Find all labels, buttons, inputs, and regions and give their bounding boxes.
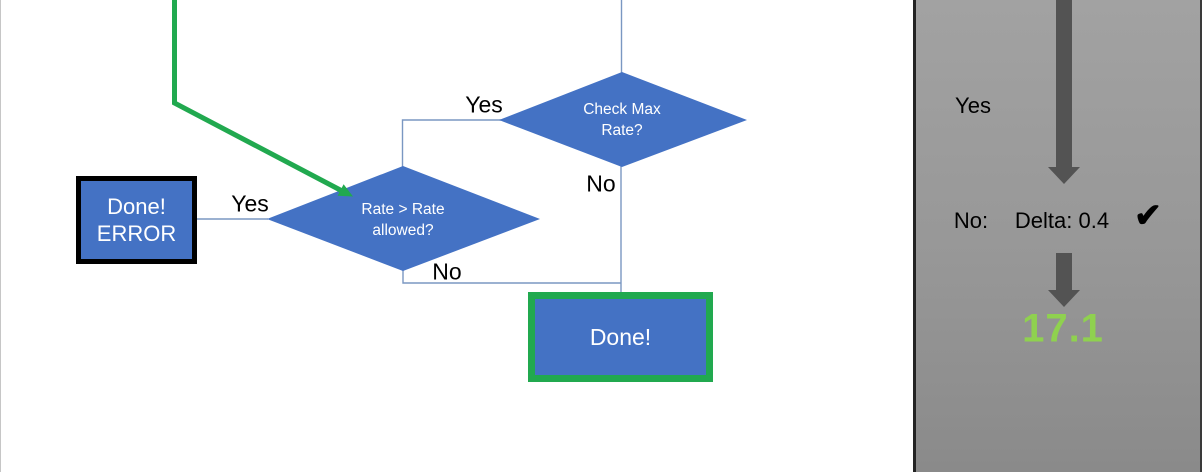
panel-delta-value: Delta: 0.4	[1014, 208, 1110, 233]
flowchart-graphic	[76, 0, 747, 382]
panel-yes-label: Yes	[955, 93, 991, 118]
done-error-line2: ERROR	[96, 221, 177, 246]
connector-rate-no	[402, 269, 621, 284]
done-box	[528, 292, 713, 382]
done-error-box	[76, 176, 197, 264]
down-arrow2-head-icon	[1048, 290, 1080, 307]
check-max-rate-label: Check Max Rate?	[530, 96, 714, 144]
down-arrow-shaft-icon	[1056, 0, 1072, 167]
green-flow-line	[172, 0, 347, 195]
result-value: 17.1	[1022, 306, 1104, 351]
done-error-label: Done! ERROR	[76, 176, 197, 264]
rate-line2: allowed?	[372, 222, 434, 239]
edge-label-checkmax-yes: Yes	[465, 91, 503, 118]
connector-checkmax-yes	[401, 119, 501, 168]
rate-line1: Rate > Rate	[361, 201, 445, 218]
side-panel: Yes No: Delta: 0.4 ✔ 17.1	[913, 0, 1202, 472]
check-max-line2: Rate?	[601, 122, 643, 139]
left-edge-border	[0, 0, 1, 472]
checkmark-icon: ✔	[1134, 196, 1162, 234]
rate-allowed-diamond	[267, 166, 540, 271]
panel-no-label: No:	[953, 208, 989, 233]
edge-label-rate-no: No	[432, 258, 462, 285]
done-error-line1: Done!	[107, 194, 166, 219]
green-flow-arrowhead-icon	[337, 184, 353, 197]
check-max-line1: Check Max	[583, 101, 661, 118]
check-max-rate-diamond	[499, 72, 747, 167]
down-arrow-head-icon	[1048, 167, 1080, 184]
done-label: Done!	[528, 292, 713, 382]
edge-label-checkmax-no: No	[586, 170, 616, 197]
edge-label-rate-yes: Yes	[231, 190, 269, 217]
down-arrow2-shaft-icon	[1056, 253, 1072, 290]
rate-allowed-label: Rate > Rate allowed?	[320, 196, 486, 244]
done-text: Done!	[589, 323, 652, 350]
